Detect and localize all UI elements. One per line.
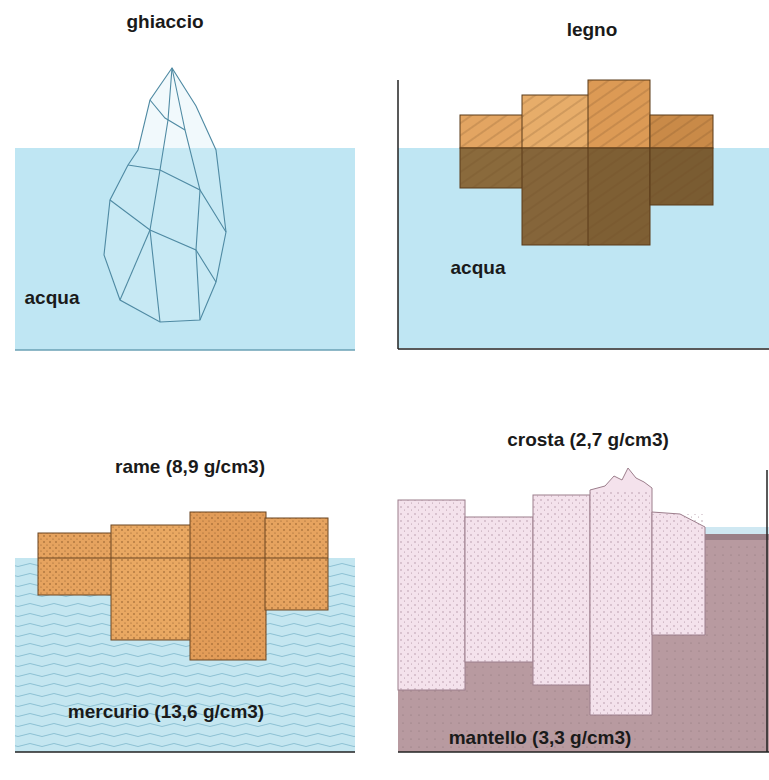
crust-texture: [533, 495, 590, 685]
iceberg-facet: [128, 165, 226, 232]
container-bottom: [15, 751, 355, 753]
panel-title: crosta (2,7 g/cm3): [507, 430, 669, 451]
iceberg-facet: [150, 68, 172, 322]
copper-block: [265, 518, 328, 610]
copper-texture: [38, 533, 112, 595]
crust-block: [465, 517, 533, 662]
copper-texture: [265, 518, 328, 610]
crust-texture: [398, 500, 465, 690]
fluid-label: mantello (3,3 g/cm3): [449, 728, 632, 749]
fluid-label: acqua: [25, 288, 80, 309]
panel-title: legno: [567, 20, 618, 41]
iceberg: [104, 68, 226, 322]
copper-blocks: [38, 512, 328, 660]
fluid-label: acqua: [451, 258, 506, 279]
crust-texture: [652, 514, 705, 635]
crust-block: [652, 512, 705, 635]
fluid-label: mercurio (13,6 g/cm3): [68, 702, 264, 723]
container-wall: [397, 80, 399, 349]
copper-texture: [190, 512, 266, 660]
wood-grain: [650, 115, 713, 205]
crust-texture: [590, 490, 652, 715]
wood-grain: [588, 80, 650, 245]
frame-right: [766, 470, 768, 752]
crust-texture: [398, 490, 705, 715]
wood-grain: [522, 95, 589, 245]
oceanic-crust: [705, 534, 769, 540]
iceberg-facet: [120, 230, 150, 300]
panel-title: rame (8,9 g/cm3): [115, 457, 265, 478]
crust-block: [398, 500, 465, 690]
crust-block: [533, 495, 590, 685]
ocean-layer: [705, 527, 769, 534]
copper-block: [190, 512, 266, 660]
wood-blocks: [460, 80, 713, 245]
wood-grain: [460, 80, 713, 245]
copper-block: [38, 533, 112, 595]
crust-blocks: [398, 468, 705, 715]
iceberg-facet: [172, 68, 200, 320]
container-bottom: [398, 348, 769, 350]
copper-block: [111, 525, 191, 640]
panel-title: ghiaccio: [126, 12, 203, 33]
copper-texture: [111, 525, 191, 640]
float-line: [38, 558, 328, 559]
wood-grain: [460, 115, 524, 188]
copper-texture: [38, 512, 328, 660]
iceberg-facet: [150, 100, 185, 130]
crust-texture: [465, 517, 533, 662]
iceberg-facet: [110, 200, 216, 282]
container-bottom: [15, 349, 355, 351]
mountain-crust-block: [590, 468, 652, 715]
iceberg-outline: [104, 68, 226, 322]
frame-bottom: [398, 751, 769, 753]
